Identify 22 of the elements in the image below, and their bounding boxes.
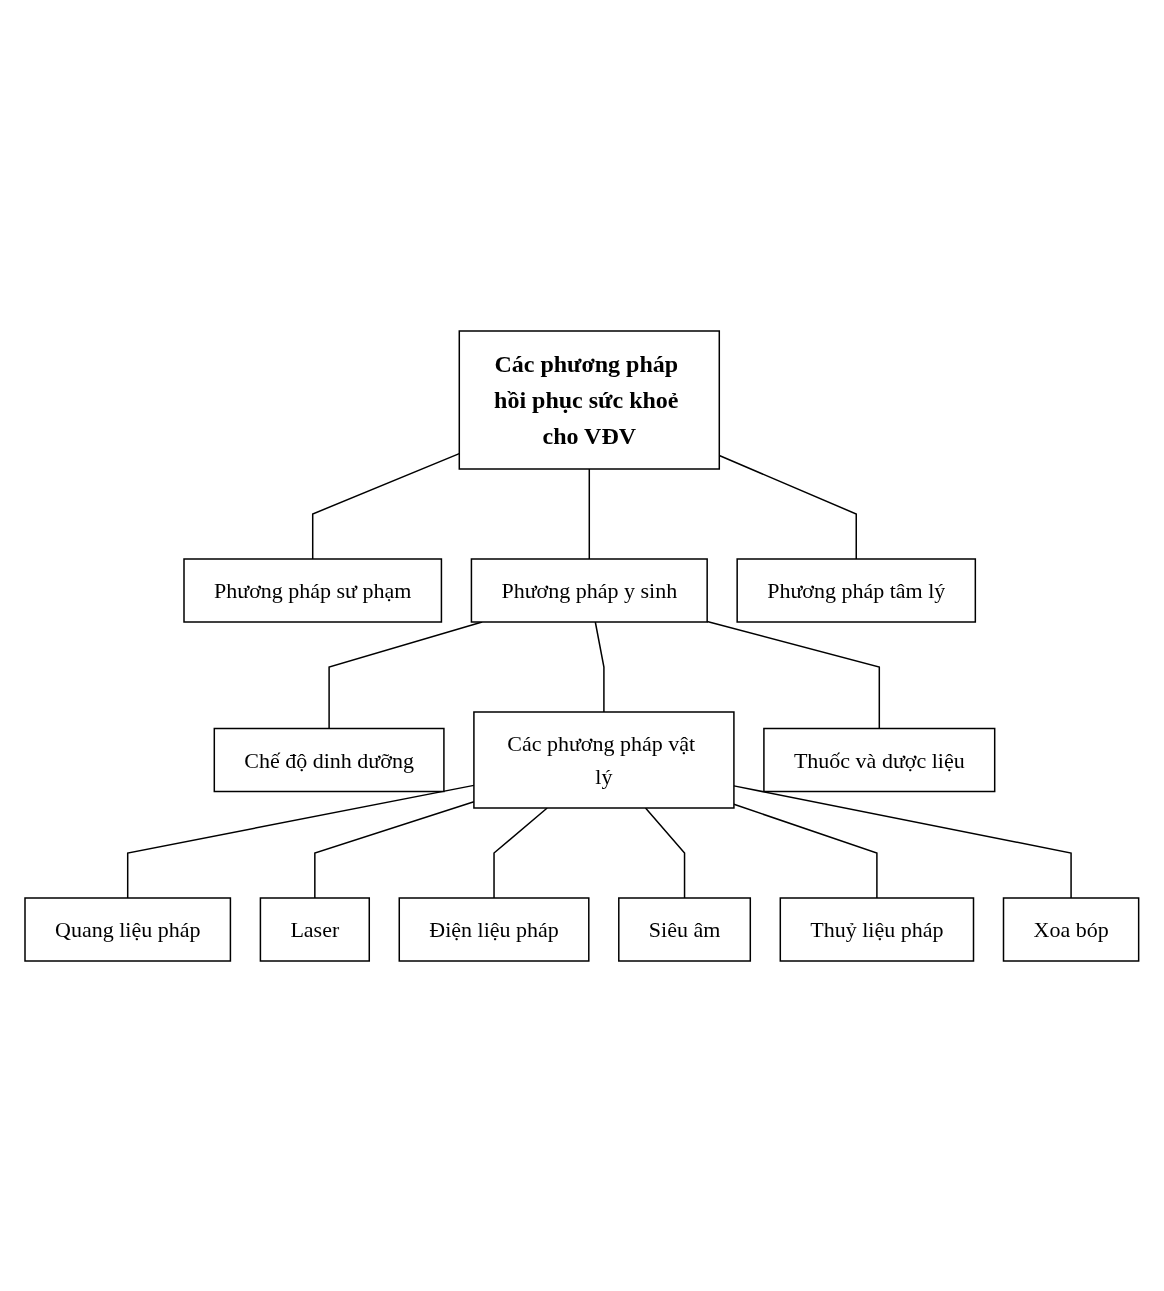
node-box: Chế độ dinh dưỡng [213, 727, 445, 792]
connector [588, 467, 591, 560]
node-box: Các phương pháp hồi phục sức khoẻ cho VĐV [458, 329, 721, 470]
node-box: Siêu âm [618, 896, 752, 962]
connector [127, 784, 475, 899]
node-box: Các phương pháp vật lý [473, 710, 735, 809]
node-box: Phương pháp tâm lý [736, 557, 977, 623]
connector [706, 620, 881, 729]
connector [594, 620, 605, 713]
node-box: Thuốc và dược liệu [763, 727, 996, 792]
node-box: Laser [259, 896, 371, 962]
node-box: Phương pháp sư phạm [183, 557, 443, 623]
node-box: Thuỷ liệu pháp [779, 896, 975, 962]
connector [493, 806, 549, 899]
connector [733, 803, 878, 899]
node-box: Xoa bóp [1002, 896, 1140, 962]
connector [644, 806, 686, 899]
node-box: Điện liệu pháp [398, 896, 590, 962]
node-box: Quang liệu pháp [24, 896, 232, 962]
node-box: Phương pháp y sinh [470, 557, 709, 623]
connector [733, 784, 1072, 899]
connector [314, 800, 475, 899]
